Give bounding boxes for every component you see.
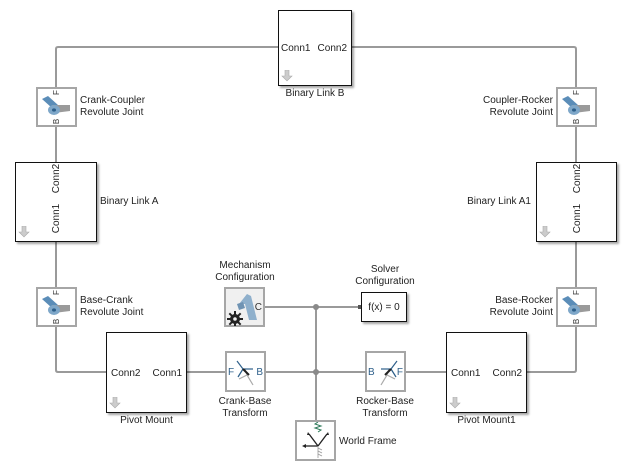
crank-coupler-joint-block[interactable]: F B	[36, 87, 77, 127]
port-c: C	[254, 302, 262, 313]
label-line: Crank-Base	[218, 396, 272, 407]
port-b: B	[52, 118, 62, 125]
port-conn2: Conn2	[51, 163, 63, 194]
pivot-mount-label: Pivot Mount	[120, 415, 173, 426]
label-line: Revolute Joint	[489, 107, 553, 118]
revolute-joint-icon	[562, 96, 590, 115]
crank-base-transform-block[interactable]: F B	[225, 351, 266, 392]
wire-base-crank-to-pivot	[55, 327, 106, 373]
subsystem-arrow-icon	[281, 70, 293, 82]
binary-link-b-block[interactable]: Conn1 Conn2	[278, 10, 352, 86]
subsystem-arrow-icon	[18, 226, 30, 238]
solver-port	[358, 305, 362, 309]
rigid-transform-icon	[236, 360, 254, 386]
pivot-mount1-block[interactable]: Conn1 Conn2	[446, 332, 527, 413]
port-b: B	[256, 367, 263, 378]
base-rocker-label: Base-Rocker Revolute Joint	[460, 295, 553, 319]
base-crank-label: Base-Crank Revolute Joint	[80, 295, 143, 319]
port-conn1: Conn1	[152, 368, 182, 379]
port-conn2: Conn2	[317, 43, 347, 54]
revolute-joint-icon	[42, 96, 70, 115]
label-line: Base-Rocker	[495, 295, 553, 306]
pivot-mount1-label: Pivot Mount1	[457, 415, 516, 426]
label-line: Revolute Joint	[489, 307, 553, 318]
binary-link-a1-label: Binary Link A1	[467, 196, 531, 207]
label-line: Transform	[222, 408, 268, 419]
label-line: Revolute Joint	[80, 107, 144, 118]
world-frame-block[interactable]	[295, 420, 336, 461]
wire-base-rocker-to-pivot1	[527, 327, 577, 373]
base-rocker-joint-block[interactable]: F B	[556, 287, 597, 327]
port-conn1: Conn1	[572, 203, 584, 234]
base-crank-joint-block[interactable]: F B	[36, 287, 77, 327]
port-b: B	[572, 318, 582, 325]
binary-link-a1-block[interactable]: Conn2 Conn1	[536, 162, 617, 242]
binary-link-b-label: Binary Link B	[285, 88, 345, 99]
junction-dot	[313, 369, 319, 375]
binary-link-a-label: Binary Link A	[100, 196, 159, 207]
port-b: B	[52, 318, 62, 325]
solver-config-label: Solver Configuration	[340, 264, 430, 288]
subsystem-arrow-icon	[539, 226, 551, 238]
revolute-joint-icon	[42, 296, 70, 315]
port-f: F	[228, 367, 235, 378]
crank-base-transform-label: Crank-Base Transform	[200, 396, 290, 420]
mechanism-config-label: Mechanism Configuration	[200, 260, 290, 284]
label-line: Revolute Joint	[80, 307, 144, 318]
port-conn1: Conn1	[281, 43, 311, 54]
rocker-base-transform-block[interactable]: B F	[365, 351, 406, 392]
label-line: Base-Crank	[80, 295, 133, 306]
label-line: Transform	[362, 408, 408, 419]
crank-coupler-label: Crank-Coupler Revolute Joint	[80, 95, 145, 119]
robot-arm-gear-icon	[227, 294, 257, 326]
port-b: B	[368, 367, 375, 378]
port-b: B	[572, 118, 582, 125]
label-line: Rocker-Base	[356, 396, 414, 407]
world-frame-label: World Frame	[339, 436, 397, 447]
port-conn2: Conn2	[492, 368, 522, 379]
world-frame-icon	[302, 422, 329, 458]
label-line: Coupler-Rocker	[482, 95, 553, 106]
coupler-rocker-label: Coupler-Rocker Revolute Joint	[460, 95, 553, 119]
port-conn1: Conn1	[451, 368, 481, 379]
junction-dot	[313, 304, 319, 310]
port-conn2: Conn2	[572, 163, 584, 194]
port-f: F	[396, 367, 403, 378]
label-line: Mechanism	[219, 260, 271, 271]
coupler-rocker-joint-block[interactable]: F B	[556, 87, 597, 127]
binary-link-a-block[interactable]: Conn2 Conn1	[15, 162, 97, 242]
subsystem-arrow-icon	[109, 397, 121, 409]
label-line: Crank-Coupler	[80, 95, 146, 106]
rocker-base-transform-label: Rocker-Base Transform	[340, 396, 430, 420]
solver-expression: f(x) = 0	[368, 301, 400, 313]
label-line: Configuration	[215, 272, 275, 283]
solver-config-block[interactable]: f(x) = 0	[361, 292, 407, 322]
mechanism-config-block[interactable]: C	[224, 287, 265, 327]
pivot-mount-block[interactable]: Conn2 Conn1	[106, 332, 187, 413]
wire-linkb-conn2-to-coupler-rocker	[352, 46, 577, 87]
label-line: Solver	[370, 264, 400, 275]
subsystem-arrow-icon	[449, 397, 461, 409]
wire-linkb-conn1-to-crank-coupler	[55, 46, 278, 87]
port-conn2: Conn2	[111, 368, 141, 379]
label-line: Configuration	[355, 276, 415, 287]
rigid-transform-icon	[380, 360, 398, 386]
revolute-joint-icon	[562, 296, 590, 315]
port-conn1: Conn1	[51, 203, 63, 234]
